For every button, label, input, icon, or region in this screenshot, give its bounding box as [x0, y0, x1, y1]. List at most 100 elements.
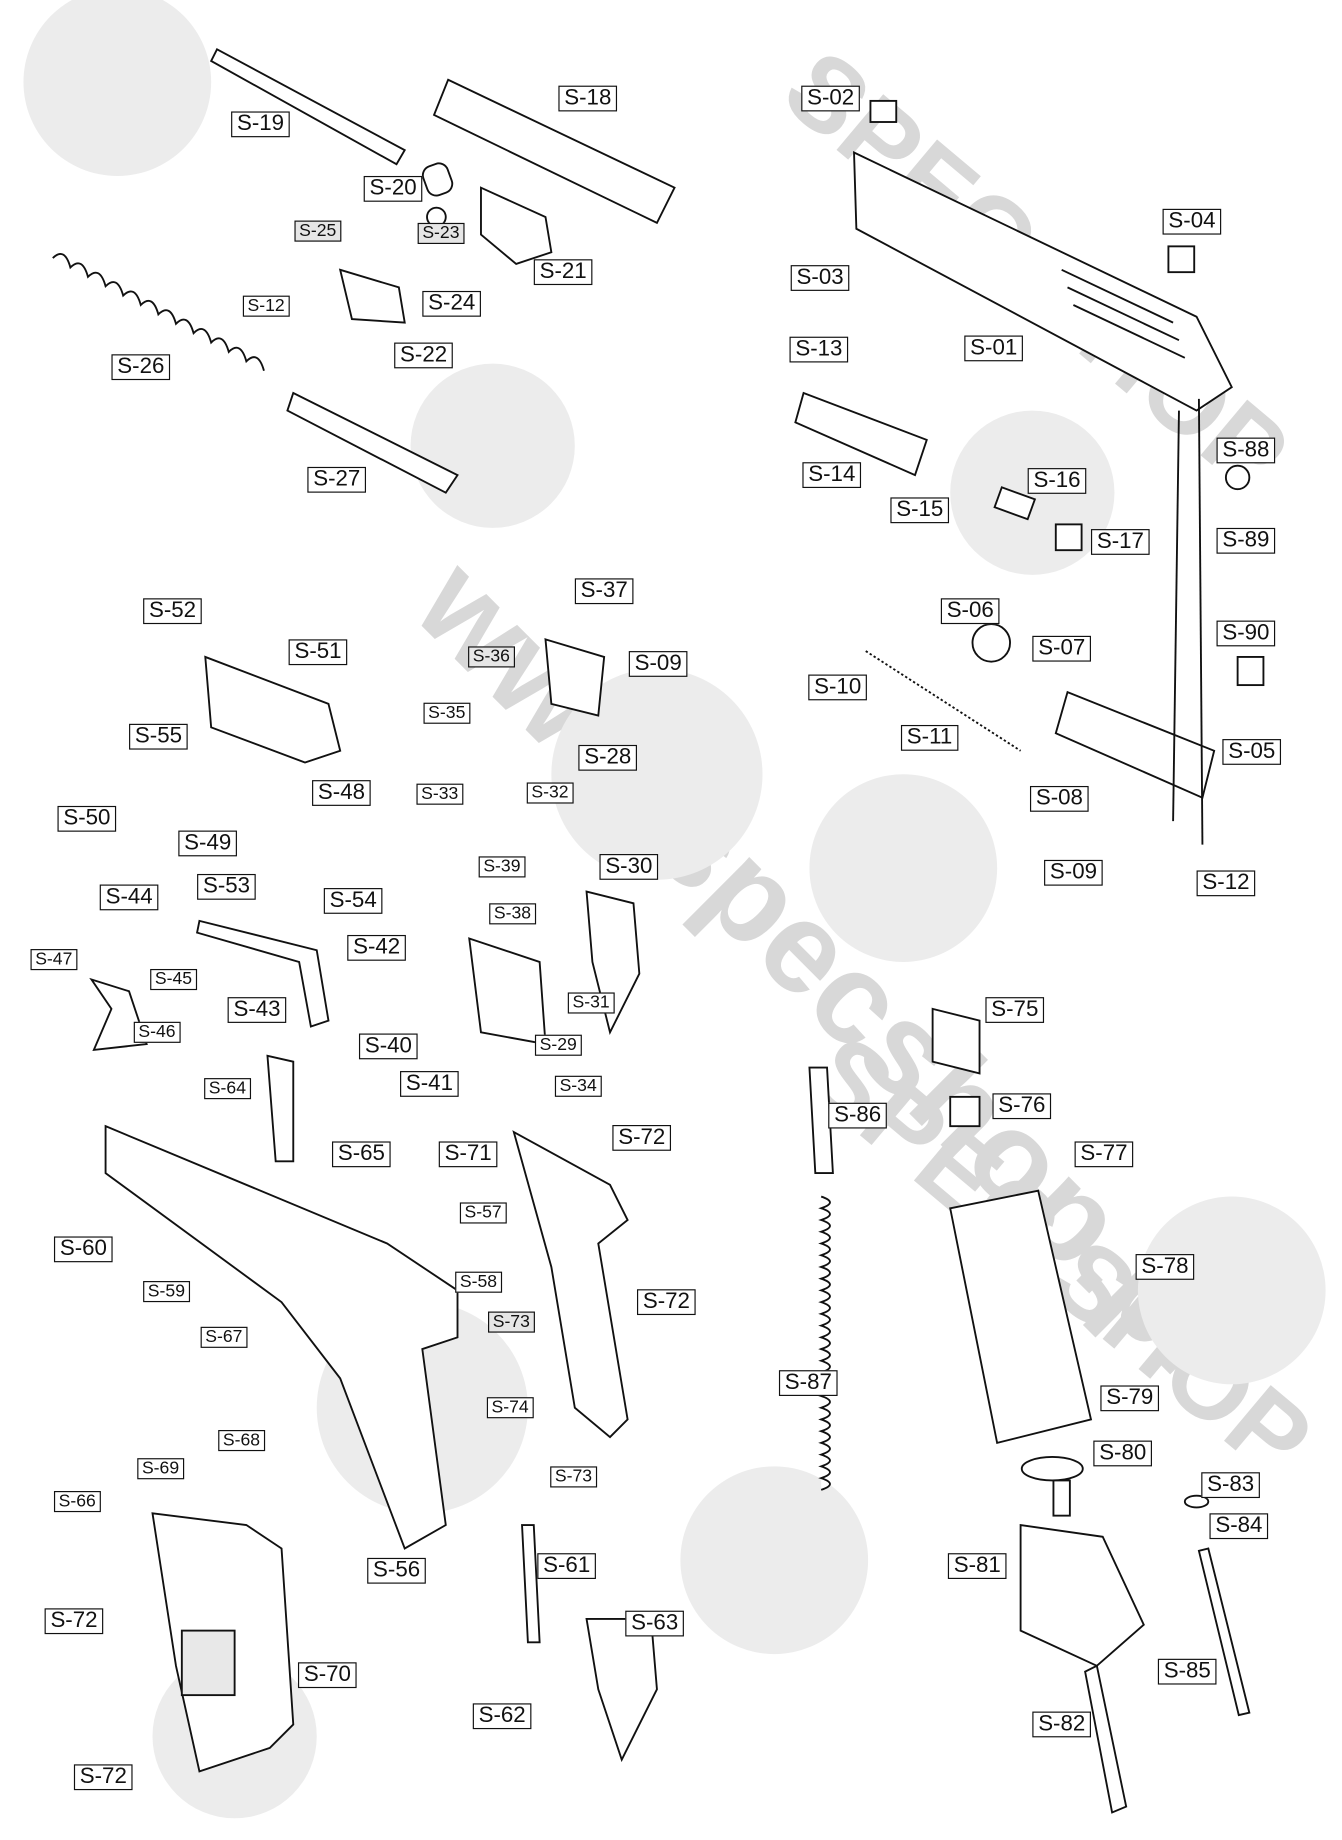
part-label: S-51 — [288, 639, 348, 666]
slide — [853, 99, 1233, 412]
part-label: S-05 — [1222, 739, 1282, 765]
part-label: S-26 — [111, 354, 171, 381]
part-label: S-60 — [53, 1236, 113, 1263]
part-label: S-08 — [1029, 785, 1089, 812]
right-grip — [512, 1130, 629, 1439]
part-label: S-73 — [550, 1466, 597, 1488]
part-label: S-46 — [133, 1021, 181, 1043]
part-label: S-79 — [1100, 1385, 1160, 1412]
part-label: S-74 — [486, 1397, 534, 1419]
part-label: S-81 — [947, 1553, 1007, 1579]
part-label: S-76 — [992, 1093, 1052, 1120]
part-label: S-52 — [143, 598, 202, 625]
part-label: S-01 — [964, 335, 1024, 362]
part-label: S-66 — [53, 1491, 101, 1513]
part-label: S-02 — [801, 85, 861, 112]
part-label: S-22 — [394, 342, 453, 369]
part-label: S-27 — [307, 466, 367, 493]
part-label: S-88 — [1216, 437, 1276, 464]
part-label: S-40 — [358, 1033, 418, 1060]
part-label: S-49 — [178, 830, 238, 857]
hammer-housing — [89, 638, 641, 1052]
part-label: S-57 — [459, 1202, 507, 1224]
part-label: S-16 — [1027, 468, 1087, 494]
part-label: S-61 — [537, 1553, 597, 1579]
part-label: S-20 — [363, 175, 423, 202]
part-label: S-03 — [790, 265, 850, 291]
part-label: S-89 — [1216, 527, 1276, 554]
part-label: S-12 — [1196, 870, 1256, 897]
part-label: S-83 — [1201, 1472, 1261, 1499]
part-label: S-12 — [242, 295, 290, 317]
part-label: S-38 — [489, 903, 536, 925]
part-label: S-47 — [30, 949, 78, 971]
part-label: S-36 — [468, 646, 515, 668]
part-label: S-70 — [297, 1662, 357, 1689]
part-label: S-23 — [417, 222, 465, 245]
part-label: S-28 — [578, 744, 638, 771]
part-label: S-35 — [423, 702, 471, 724]
part-label: S-59 — [143, 1281, 190, 1303]
part-label: S-48 — [312, 780, 371, 806]
part-label: S-43 — [227, 997, 287, 1023]
part-label: S-19 — [231, 111, 290, 138]
part-label: S-73 — [488, 1311, 535, 1333]
part-label: S-44 — [99, 884, 159, 911]
part-label: S-68 — [218, 1430, 265, 1452]
part-label: S-50 — [57, 805, 117, 832]
part-label: S-33 — [416, 783, 464, 805]
part-label: S-14 — [802, 462, 862, 489]
part-label: S-29 — [534, 1034, 582, 1056]
magazine — [931, 1007, 1251, 1814]
left-grip — [151, 1512, 295, 1773]
part-label: S-58 — [455, 1271, 502, 1293]
part-label: S-90 — [1216, 620, 1276, 647]
part-label: S-69 — [137, 1458, 184, 1480]
part-label: S-17 — [1090, 529, 1150, 555]
part-label: S-37 — [574, 578, 634, 605]
part-label: S-72 — [612, 1125, 672, 1151]
part-label: S-07 — [1032, 635, 1092, 662]
part-label: S-18 — [558, 85, 618, 112]
part-label: S-39 — [478, 856, 526, 878]
part-label: S-42 — [347, 934, 407, 961]
part-label: S-86 — [828, 1102, 888, 1129]
hop-up-and-mag-spring — [521, 1066, 834, 1763]
barrel-assembly — [209, 47, 676, 494]
part-label: S-09 — [1044, 859, 1103, 886]
part-label: S-77 — [1074, 1141, 1134, 1168]
part-label: S-65 — [331, 1141, 391, 1168]
part-label: S-85 — [1157, 1658, 1217, 1685]
part-label: S-41 — [400, 1071, 459, 1097]
blowback-housing — [865, 398, 1265, 845]
part-label: S-82 — [1032, 1711, 1092, 1738]
part-label: S-78 — [1135, 1254, 1195, 1280]
part-label: S-80 — [1093, 1440, 1153, 1467]
part-label: S-45 — [150, 968, 197, 991]
part-label: S-11 — [900, 724, 959, 751]
part-label: S-63 — [625, 1610, 685, 1637]
part-label: S-32 — [526, 782, 574, 804]
part-label: S-72 — [44, 1608, 104, 1635]
part-label: S-54 — [323, 888, 383, 914]
part-label: S-06 — [940, 598, 1000, 625]
part-label: S-10 — [808, 674, 868, 701]
part-label: S-72 — [636, 1289, 696, 1316]
part-label: S-75 — [985, 997, 1045, 1023]
part-label: S-71 — [438, 1141, 498, 1168]
frame — [104, 1054, 459, 1550]
part-label: S-87 — [778, 1370, 838, 1396]
part-label: S-09 — [628, 651, 688, 677]
part-label: S-31 — [567, 992, 615, 1014]
part-label: S-53 — [197, 873, 256, 900]
part-label: S-25 — [294, 220, 342, 242]
part-label: S-55 — [129, 723, 188, 750]
part-label: S-24 — [422, 290, 482, 317]
part-label: S-04 — [1162, 208, 1222, 235]
nozzle-assembly — [794, 391, 1083, 663]
part-label: S-13 — [789, 336, 849, 363]
recoil-spring — [52, 252, 265, 371]
part-label: S-62 — [472, 1703, 532, 1730]
part-label: S-15 — [890, 497, 950, 524]
